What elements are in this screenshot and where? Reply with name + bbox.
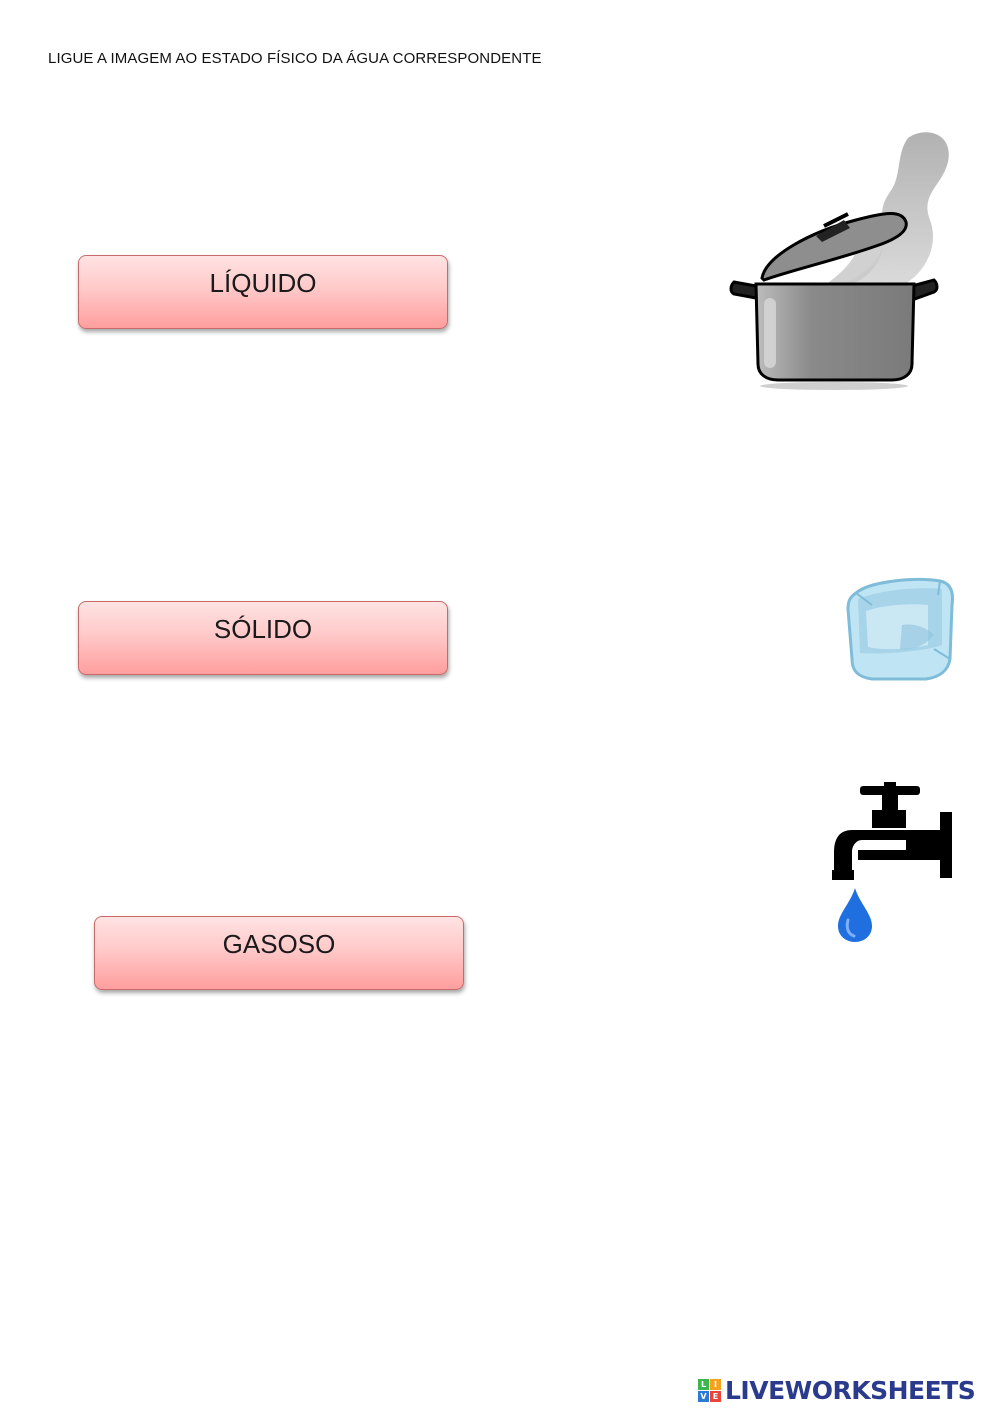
state-box-liquido[interactable]: LÍQUIDO <box>78 255 448 329</box>
state-label-liquido: LÍQUIDO <box>209 268 317 298</box>
logo-tiles: L I V E <box>698 1379 721 1402</box>
logo-tile-i: I <box>710 1379 721 1390</box>
state-label-gasoso: GASOSO <box>222 929 336 959</box>
state-box-gasoso[interactable]: GASOSO <box>94 916 464 990</box>
state-box-solido[interactable]: SÓLIDO <box>78 601 448 675</box>
ice-cube-icon[interactable] <box>842 575 956 685</box>
steaming-pot-icon[interactable] <box>726 128 956 394</box>
state-label-solido: SÓLIDO <box>213 614 313 644</box>
logo-tile-v: V <box>698 1391 709 1402</box>
logo-tile-e: E <box>710 1391 721 1402</box>
instruction-text: LIGUE A IMAGEM AO ESTADO FÍSICO DA ÁGUA … <box>48 50 542 67</box>
logo-tile-l: L <box>698 1379 709 1390</box>
brand-name: LIVEWORKSHEETS <box>725 1376 976 1405</box>
dripping-faucet-icon[interactable] <box>828 780 956 948</box>
liveworksheets-logo: L I V E LIVEWORKSHEETS <box>698 1376 976 1405</box>
